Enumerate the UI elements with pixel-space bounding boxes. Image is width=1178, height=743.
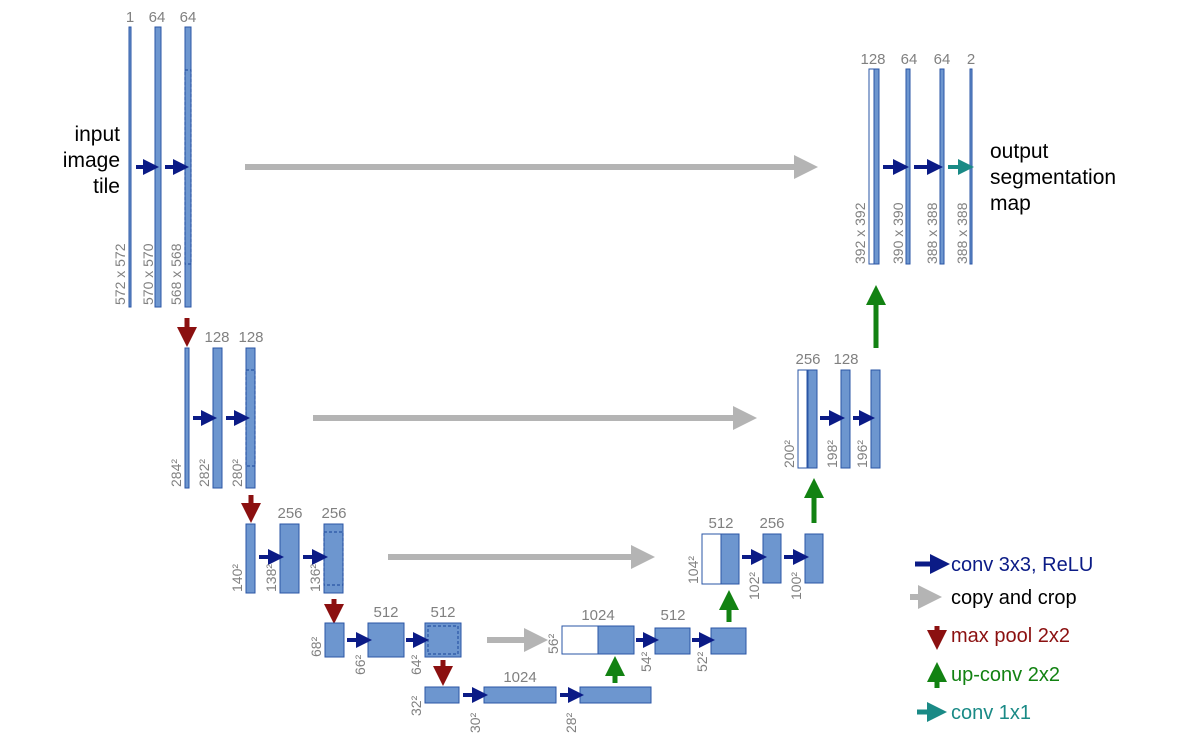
channel-label: 128 <box>833 351 858 368</box>
size-label: 570 x 570 <box>140 243 156 305</box>
size-label: 56² <box>545 633 561 654</box>
feature-map-256c <box>324 622 345 658</box>
legend-copy-label: copy and crop <box>951 587 1077 609</box>
size-label: 140² <box>229 564 245 592</box>
channel-label: 1024 <box>581 607 614 624</box>
legend-upconv-label: up-conv 2x2 <box>951 664 1060 686</box>
channel-label: 128 <box>204 329 229 346</box>
feature-map-128c <box>245 523 256 594</box>
channel-label: 64 <box>934 51 951 68</box>
copied-map-128 <box>797 369 808 469</box>
feature-map-64e <box>939 68 945 265</box>
channel-label: 256 <box>277 505 302 522</box>
channel-label: 1024 <box>503 669 536 686</box>
feature-map-64d <box>905 68 911 265</box>
copied-map-64 <box>868 68 875 265</box>
channel-label: 256 <box>321 505 346 522</box>
feature-map-128e <box>870 369 881 469</box>
channel-label: 64 <box>901 51 918 68</box>
feature-map-128b <box>245 347 256 489</box>
channel-label: 128 <box>860 51 885 68</box>
size-label: 388 x 388 <box>954 202 970 264</box>
upsampled-map-512 <box>597 625 635 655</box>
size-label: 282² <box>196 459 212 487</box>
copied-map-512 <box>561 625 599 655</box>
feature-map-256a <box>279 523 300 594</box>
feature-map-1024a <box>483 686 557 704</box>
input-label-line3: tile <box>93 175 120 198</box>
size-label: 68² <box>308 636 324 657</box>
legend: conv 3x3, ReLU copy and crop max pool 2x… <box>910 554 1093 724</box>
feature-map-64c <box>184 347 190 489</box>
feature-map-128d <box>840 369 851 469</box>
output-map-2 <box>969 68 973 265</box>
upsampled-map-64 <box>873 68 880 265</box>
size-label: 390 x 390 <box>890 202 906 264</box>
feature-map-256e <box>804 533 824 584</box>
feature-map-512e <box>710 627 747 655</box>
feature-map-512c <box>424 686 460 704</box>
channel-label: 2 <box>967 51 975 68</box>
size-label: 66² <box>352 654 368 675</box>
size-label: 196² <box>854 440 870 468</box>
channel-label: 512 <box>708 515 733 532</box>
size-label: 52² <box>694 651 710 672</box>
channel-label: 512 <box>430 604 455 621</box>
size-label: 280² <box>229 459 245 487</box>
channel-label: 512 <box>373 604 398 621</box>
size-label: 388 x 388 <box>924 202 940 264</box>
size-label: 104² <box>685 556 701 584</box>
feature-map-1 <box>128 26 132 308</box>
feature-map-1024b <box>579 686 652 704</box>
feature-map-64b <box>184 26 192 308</box>
input-label-line2: image <box>63 149 120 172</box>
input-label-line1: input <box>74 123 120 146</box>
size-label: 102² <box>746 572 762 600</box>
channel-label: 512 <box>660 607 685 624</box>
output-label-line3: map <box>990 192 1031 215</box>
size-label: 32² <box>408 695 424 716</box>
channel-label: 256 <box>759 515 784 532</box>
channel-label: 1 <box>126 9 134 26</box>
feature-map-256b <box>323 523 344 594</box>
size-label: 30² <box>467 712 483 733</box>
size-label: 136² <box>307 564 323 592</box>
size-label: 284² <box>168 459 184 487</box>
legend-conv-label: conv 3x3, ReLU <box>951 554 1093 576</box>
size-label: 198² <box>824 440 840 468</box>
upsampled-map-256 <box>720 533 740 585</box>
size-label: 28² <box>563 712 579 733</box>
upsampled-map-128 <box>807 369 818 469</box>
feature-map-512b <box>424 622 462 658</box>
size-label: 138² <box>263 564 279 592</box>
output-label-line2: segmentation <box>990 166 1116 189</box>
legend-pool-label: max pool 2x2 <box>951 625 1070 647</box>
feature-map-512d <box>654 627 691 655</box>
feature-map-128a <box>212 347 223 489</box>
channel-label: 64 <box>149 9 166 26</box>
size-label: 572 x 572 <box>112 243 128 305</box>
size-label: 568 x 568 <box>168 243 184 305</box>
size-label: 54² <box>638 651 654 672</box>
size-label: 64² <box>408 654 424 675</box>
legend-conv1x1-label: conv 1x1 <box>951 702 1031 724</box>
channel-label: 64 <box>180 9 197 26</box>
size-label: 392 x 392 <box>852 202 868 264</box>
channel-label: 256 <box>795 351 820 368</box>
channel-label: 128 <box>238 329 263 346</box>
size-label: 100² <box>788 572 804 600</box>
copied-map-256 <box>701 533 722 585</box>
size-label: 200² <box>781 440 797 468</box>
feature-map-512a <box>367 622 405 658</box>
feature-map-256d <box>762 533 782 584</box>
output-label-line1: output <box>990 140 1049 163</box>
